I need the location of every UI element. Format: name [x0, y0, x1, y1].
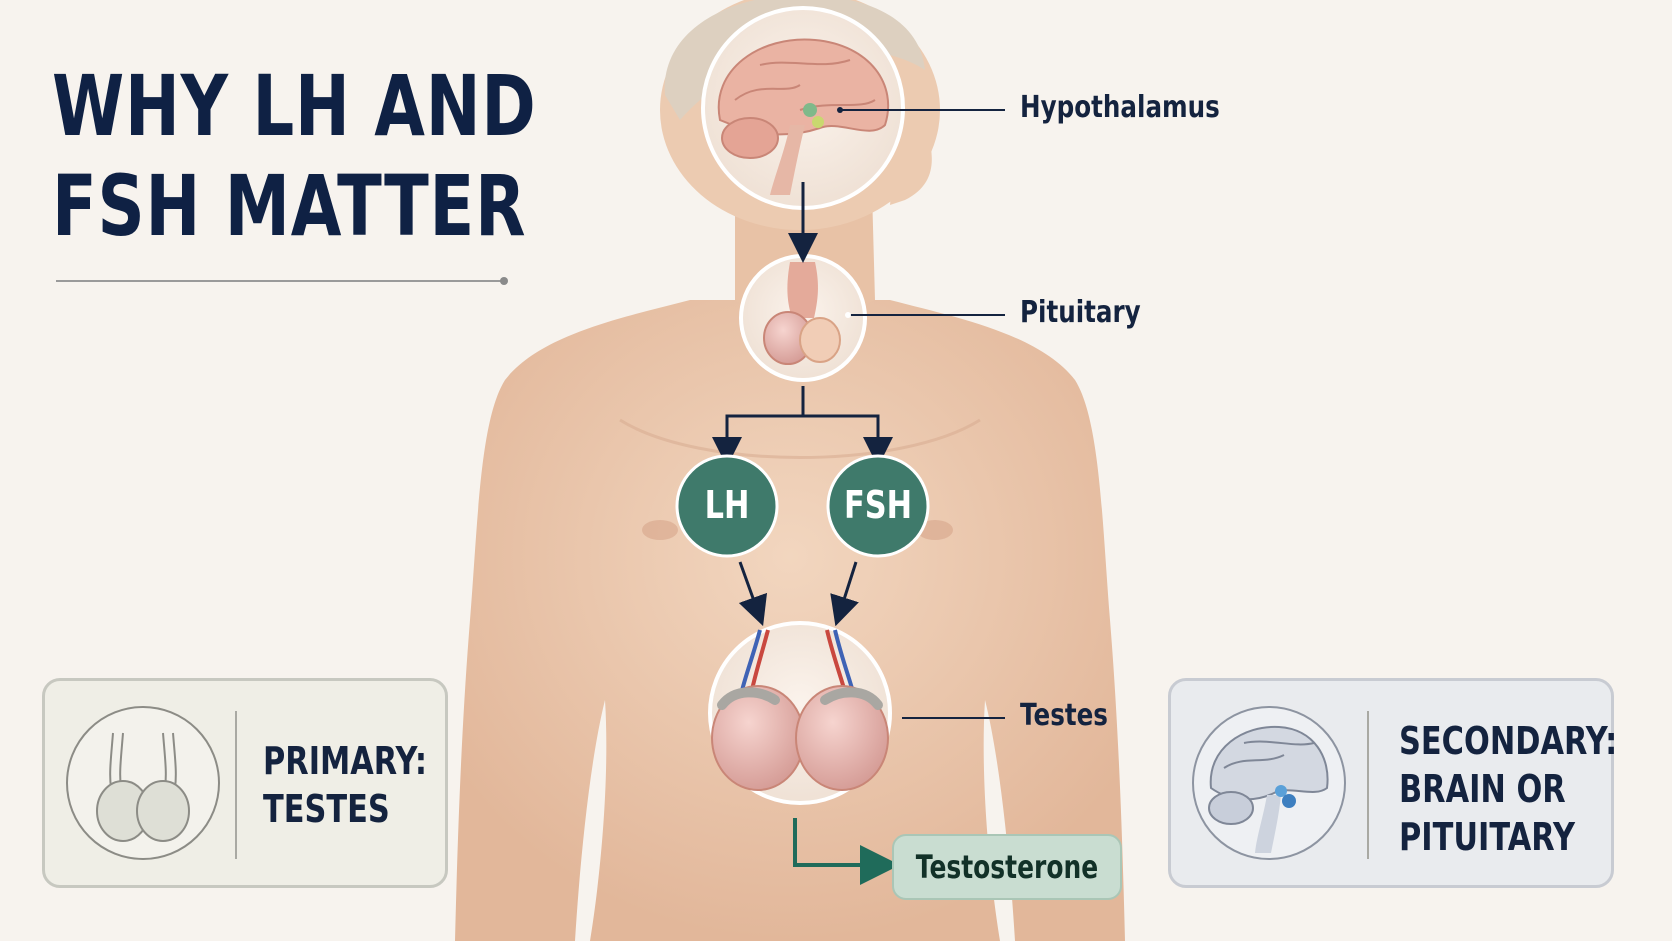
secondary-line-3: PITUITARY: [1399, 815, 1575, 859]
title-underline: [56, 280, 504, 282]
testosterone-label: Testosterone: [915, 848, 1099, 886]
primary-card-divider: [235, 711, 237, 859]
pituitary-label: Pituitary: [1020, 295, 1141, 330]
testes-anatomy-circle: [708, 621, 892, 805]
fsh-node: [826, 454, 930, 558]
fsh-label: FSH: [843, 483, 913, 527]
primary-line-1: PRIMARY:: [263, 739, 428, 783]
testosterone-box: Testosterone: [892, 834, 1122, 900]
primary-card-text: PRIMARY: TESTES: [263, 737, 427, 833]
secondary-card-text: SECONDARY: BRAIN OR PITUITARY: [1399, 717, 1617, 861]
title-line-1: WHY LH AND: [52, 57, 537, 155]
secondary-line-2: BRAIN OR: [1399, 767, 1566, 811]
lh-label: LH: [704, 483, 750, 527]
secondary-card: SECONDARY: BRAIN OR PITUITARY: [1168, 678, 1617, 888]
secondary-card-divider: [1367, 711, 1369, 859]
brain-anatomy-circle: [701, 6, 905, 210]
title-underline-dot: [500, 277, 508, 285]
page-title: WHY LH AND FSH MATTER: [52, 56, 645, 256]
pituitary-anatomy-circle: [739, 254, 867, 382]
primary-card: PRIMARY: TESTES: [42, 678, 448, 888]
callout-leaders: [837, 107, 1005, 719]
secondary-line-1: SECONDARY:: [1399, 719, 1618, 763]
lh-node: [675, 454, 779, 558]
primary-line-2: TESTES: [263, 787, 390, 831]
title-line-2: FSH MATTER: [52, 157, 527, 255]
testes-icon: [66, 706, 220, 860]
flow-arrows: [712, 182, 900, 885]
brain-icon: [1192, 706, 1346, 860]
hypothalamus-label: Hypothalamus: [1020, 90, 1220, 125]
testes-label: Testes: [1020, 698, 1108, 733]
